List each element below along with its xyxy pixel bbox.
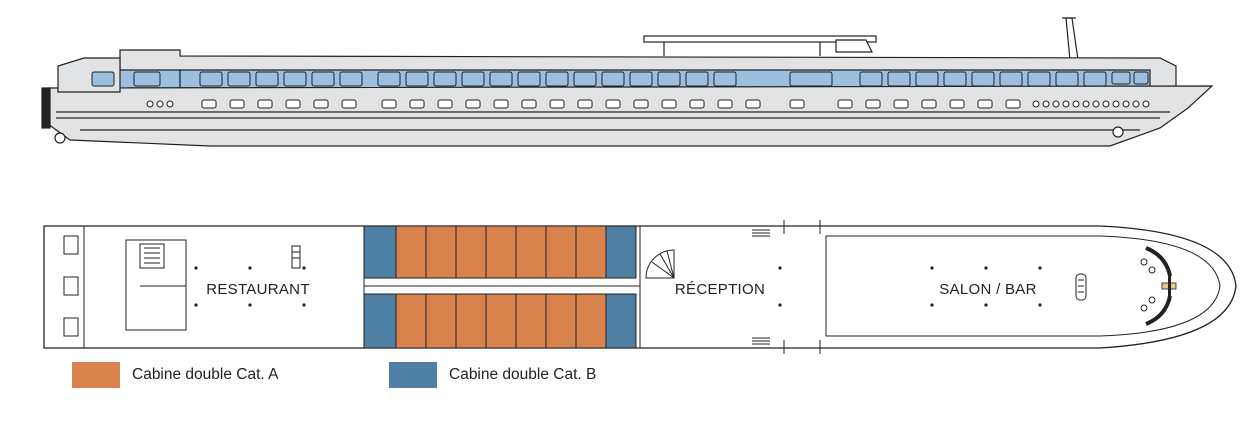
salon-bar-counter — [1075, 273, 1087, 301]
stern-box — [63, 317, 79, 337]
cabin-cat-a — [395, 293, 427, 349]
legend-swatch-cat-b — [389, 362, 437, 388]
legend-cat-a: Cabine double Cat. A — [72, 362, 279, 388]
legend-cat-b: Cabine double Cat. B — [389, 362, 596, 388]
room-label-salon-bar: SALON / BAR — [939, 281, 1037, 298]
propeller — [54, 132, 66, 144]
legend-swatch-cat-a — [72, 362, 120, 388]
stern-box — [63, 235, 79, 255]
upper-windows — [91, 71, 1149, 87]
cabin-cat-a — [425, 293, 457, 349]
cabin-cat-a — [455, 293, 487, 349]
cabin-cat-a — [395, 225, 427, 279]
cabin-cat-a — [485, 225, 517, 279]
hull — [47, 85, 1214, 147]
cabin-cat-b — [363, 293, 397, 349]
legend-label-cat-a: Cabine double Cat. A — [132, 366, 279, 383]
lower-windows — [146, 99, 1150, 109]
cabin-cat-b — [605, 293, 637, 349]
column-dots — [194, 266, 1042, 307]
sun-deck-canopy — [643, 35, 877, 43]
cabin-cat-a — [425, 225, 457, 279]
cabin-cat-a — [515, 225, 547, 279]
mast — [1065, 17, 1079, 61]
cabin-cat-a — [455, 225, 487, 279]
cabin-cat-a — [545, 225, 577, 279]
stern-box — [63, 276, 79, 296]
cabin-cat-a — [575, 225, 607, 279]
stern-bumper — [41, 87, 51, 129]
room-label-reception: RÉCEPTION — [675, 281, 765, 298]
cabin-cat-a — [545, 293, 577, 349]
gangway-marks — [752, 220, 821, 354]
reception-staircase — [645, 249, 675, 279]
cabin-cat-b — [363, 225, 397, 279]
bow-anchor — [1112, 126, 1124, 138]
cabin-cat-a — [575, 293, 607, 349]
cabin-cat-b — [605, 225, 637, 279]
room-label-restaurant: RESTAURANT — [206, 281, 310, 298]
cabin-cat-a — [485, 293, 517, 349]
cabin-cat-a — [515, 293, 547, 349]
galley-block — [125, 239, 301, 331]
wheelhouse-top — [835, 39, 873, 53]
cabin-blocks — [363, 225, 637, 349]
bow-lounge-seating — [1140, 246, 1177, 326]
deck-plan: RESTAURANT RÉCEPTION SALON / BAR — [43, 220, 1237, 354]
legend-label-cat-b: Cabine double Cat. B — [449, 366, 597, 383]
